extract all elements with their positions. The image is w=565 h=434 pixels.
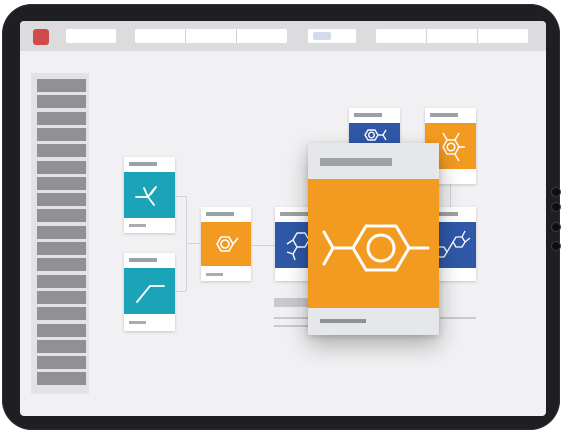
toolbar-menu-group[interactable] [135, 29, 287, 43]
chain-molecule-icon [136, 285, 165, 303]
sidebar-item[interactable] [37, 307, 86, 321]
toolbar [20, 21, 546, 51]
sensor-dot-icon [551, 222, 561, 232]
cumene-molecule-icon [322, 224, 430, 272]
camera-dot-icon [551, 187, 561, 197]
sidebar-item[interactable] [37, 258, 86, 272]
sidebar-item[interactable] [37, 290, 86, 304]
sidebar-item[interactable] [37, 79, 86, 92]
methylbenzene-molecule-icon [216, 236, 239, 252]
sidebar-item[interactable] [37, 111, 86, 125]
sidebar-item[interactable] [37, 274, 86, 288]
search-field[interactable] [308, 29, 356, 43]
sidebar-item[interactable] [37, 339, 86, 353]
workflow-node[interactable] [425, 108, 476, 184]
sidebar-item[interactable] [37, 160, 86, 174]
sidebar-item[interactable] [37, 209, 86, 223]
sidebar-item[interactable] [37, 356, 86, 370]
sidebar-item[interactable] [37, 225, 86, 239]
workflow-node[interactable] [124, 253, 175, 331]
sensor-dot-icon [551, 241, 561, 251]
sidebar-item[interactable] [37, 242, 86, 255]
node-label-placeholder [274, 317, 310, 319]
close-square-icon[interactable] [33, 29, 49, 45]
sidebar-item[interactable] [37, 127, 86, 141]
sidebar-item[interactable] [37, 193, 86, 207]
sidebar-item[interactable] [37, 323, 86, 337]
sidebar-item[interactable] [37, 144, 86, 158]
workflow-node[interactable] [124, 157, 175, 233]
app-screen [20, 21, 546, 416]
toolbar-field[interactable] [66, 29, 116, 43]
zoomed-node-card[interactable] [308, 143, 439, 335]
node-label-placeholder [440, 317, 476, 319]
search-field-icon [313, 32, 331, 40]
node-label-placeholder [274, 325, 310, 327]
node-label-placeholder [274, 298, 314, 307]
workflow-node[interactable] [201, 207, 251, 281]
tablet-frame [2, 4, 561, 430]
sidebar-item[interactable] [37, 95, 86, 109]
sidebar-item[interactable] [37, 176, 86, 190]
sensor-dot-icon [551, 202, 561, 212]
trimethylbenzene-molecule-icon [442, 132, 465, 162]
branched-alkane-molecule-icon [135, 186, 157, 206]
toolbar-menu-group[interactable] [376, 29, 528, 43]
isopropylbenzene-molecule-icon [364, 129, 387, 141]
sidebar [31, 73, 89, 394]
sidebar-item[interactable] [37, 372, 86, 386]
